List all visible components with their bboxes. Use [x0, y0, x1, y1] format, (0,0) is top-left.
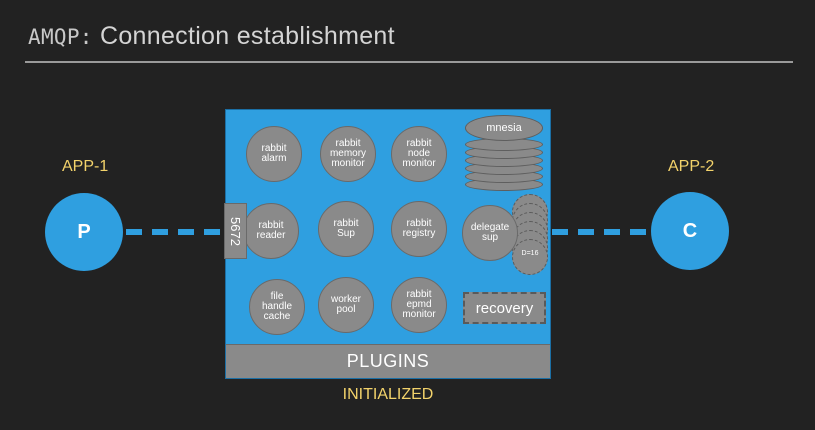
process-worker-pool: worker pool: [318, 277, 374, 333]
title-underline: [25, 61, 793, 63]
consumer-connection-line: [552, 229, 650, 235]
recovery-label: recovery: [475, 299, 534, 317]
mnesia-label: mnesia: [486, 122, 522, 134]
plugins-bar: PLUGINS: [226, 344, 550, 378]
state-label: INITIALIZED: [342, 386, 434, 403]
process-rabbit-reader: rabbit reader: [243, 203, 299, 259]
process-rabbit-registry: rabbit registry: [391, 201, 447, 257]
app-2-label: APP-2: [668, 158, 715, 175]
port-label: 5672: [228, 216, 244, 246]
process-rabbit-epmd-monitor: rabbit epmd monitor: [391, 277, 447, 333]
title-separator: :: [79, 25, 93, 49]
process-file-handle-cache: file handle cache: [249, 279, 305, 335]
mnesia-database: mnesia: [465, 115, 543, 141]
process-rabbit-sup: rabbit Sup: [318, 201, 374, 257]
process-rabbit-alarm: rabbit alarm: [246, 126, 302, 182]
title-text: Connection establishment: [99, 22, 395, 50]
slide-title: AMQP: Connection establishment: [28, 22, 395, 51]
delegate-count-label: D=16: [521, 250, 539, 257]
app-1-label: APP-1: [62, 158, 109, 175]
consumer-node: C: [651, 192, 729, 270]
producer-connection-line: [126, 229, 226, 235]
process-rabbit-node-monitor: rabbit node monitor: [391, 126, 447, 182]
title-prefix: AMQP: [28, 25, 80, 49]
port-5672: 5672: [224, 203, 247, 259]
producer-node: P: [45, 193, 123, 271]
plugins-label: PLUGINS: [346, 351, 430, 371]
recovery-box: recovery: [463, 292, 546, 324]
process-delegate-sup: delegate sup: [462, 205, 518, 261]
process-rabbit-memory-monitor: rabbit memory monitor: [320, 126, 376, 182]
delegate-worker: [512, 239, 548, 275]
